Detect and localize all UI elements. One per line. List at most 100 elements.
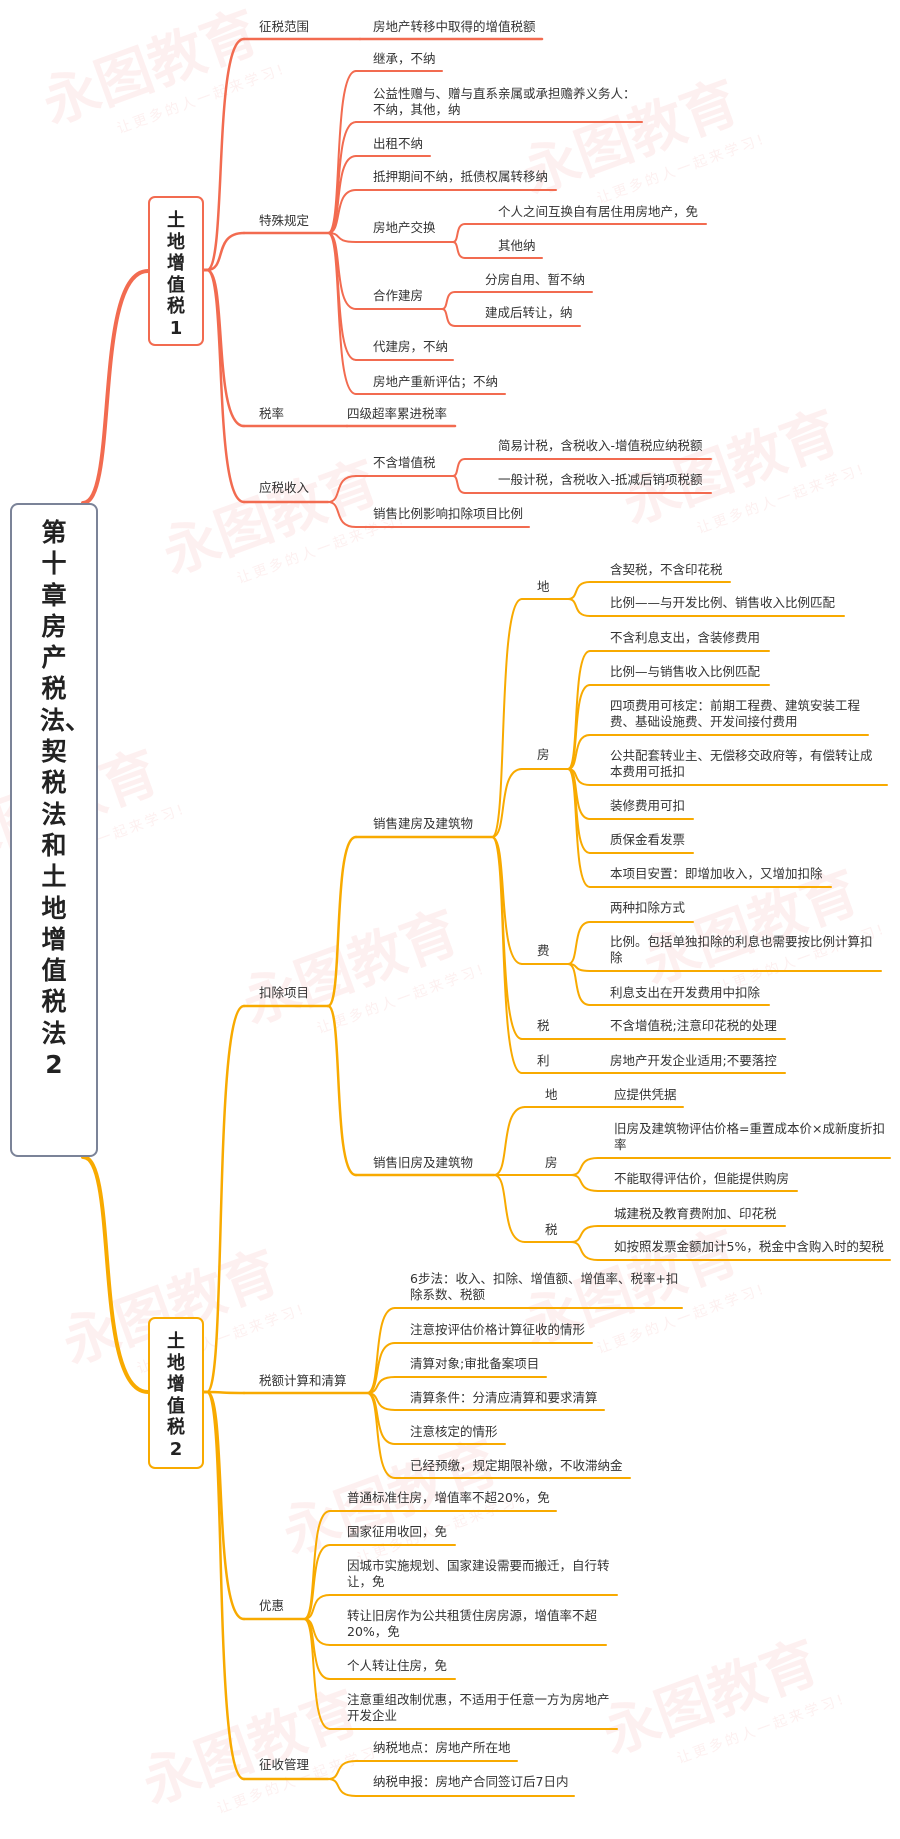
topic-node[interactable]: 地 — [537, 579, 550, 594]
topic-node[interactable]: 税 — [545, 1222, 558, 1237]
topic-node[interactable]: 销售建房及建筑物 — [373, 816, 474, 831]
topic-node[interactable]: 比例。包括单独扣除的利息也需要按比例计算扣 除 — [610, 934, 873, 965]
topic-node[interactable]: 城建税及教育费附加、印花税 — [614, 1206, 777, 1221]
topic-node[interactable]: 不含利息支出，含装修费用 — [610, 630, 761, 645]
topic-node[interactable]: 税额计算和清算 — [259, 1373, 347, 1388]
topic-node[interactable]: 本项目安置：即增加收入，又增加扣除 — [610, 866, 823, 881]
topic-node[interactable]: 如按照发票金额加计5%，税金中含购入时的契税 — [614, 1239, 884, 1254]
topic-node[interactable]: 利 — [537, 1053, 550, 1068]
topic-node[interactable]: 纳税地点：房地产所在地 — [373, 1740, 511, 1755]
connector-line — [327, 189, 357, 234]
topic-node[interactable]: 转让旧房作为公共租赁住房房源，增值率不超 20%，免 — [347, 1608, 598, 1639]
connector-line — [327, 475, 357, 503]
branch-topic-land-vat-2[interactable]: 土地增值税2 — [148, 1317, 204, 1469]
topic-node[interactable]: 四项费用可核定：前期工程费、建筑安装工程 费、基础设施费、开发间接付费用 — [610, 698, 861, 729]
topic-node[interactable]: 公共配套转业主、无偿移交政府等，有偿转让成 本费用可抵扣 — [610, 748, 873, 779]
topic-node[interactable]: 纳税申报：房地产合同签订后7日内 — [373, 1774, 569, 1789]
topic-node[interactable]: 地 — [545, 1087, 558, 1102]
topic-node[interactable]: 继承，不纳 — [373, 51, 436, 66]
connector-line — [441, 308, 456, 327]
root-topic[interactable]: 第十章房产税法、契税法和土地增值税法2 — [10, 503, 98, 1157]
topic-node[interactable]: 不含增值税 — [373, 455, 436, 470]
topic-node[interactable]: 税率 — [259, 406, 285, 421]
topic-node[interactable]: 注意重组改制优惠，不适用于任意一方为房地产 开发企业 — [347, 1692, 610, 1723]
topic-node[interactable]: 销售旧房及建筑物 — [373, 1155, 474, 1170]
topic-node[interactable]: 代建房，不纳 — [373, 339, 449, 354]
topic-node[interactable]: 利息支出在开发费用中扣除 — [610, 985, 761, 1000]
connector-line — [81, 1155, 150, 1394]
topic-node[interactable]: 已经预缴，规定期限补缴，不收滞纳金 — [410, 1458, 623, 1473]
topic-node[interactable]: 装修费用可扣 — [610, 798, 686, 813]
topic-node[interactable]: 公益性赠与、赠与直系亲属或承担赡养义务人： 不纳，其他，纳 — [373, 86, 636, 117]
topic-node[interactable]: 房地产重新评估；不纳 — [373, 374, 499, 389]
topic-node[interactable]: 注意按评估价格计算征收的情形 — [410, 1322, 586, 1337]
connector-line — [366, 1392, 396, 1445]
topic-node[interactable]: 个人之间互换自有居住用房地产，免 — [498, 204, 699, 219]
topic-node[interactable]: 6步法：收入、扣除、增值额、增值率、税率+扣 除系数、税额 — [410, 1271, 679, 1302]
topic-node[interactable]: 建成后转让，纳 — [485, 305, 573, 320]
topic-node[interactable]: 比例—与销售收入比例匹配 — [610, 664, 761, 679]
connector-line — [327, 155, 357, 234]
topic-node[interactable]: 个人转让住房，免 — [347, 1658, 448, 1673]
topic-node[interactable]: 不能取得评估价，但能提供购房 — [614, 1171, 790, 1186]
topic-node[interactable]: 房 — [537, 747, 550, 762]
connector-line — [326, 1004, 358, 1177]
topic-node[interactable]: 分房自用、暂不纳 — [485, 272, 586, 287]
topic-node[interactable]: 合作建房 — [373, 288, 424, 303]
topic-node[interactable]: 扣除项目 — [259, 985, 310, 1000]
connector-line — [327, 1760, 357, 1780]
connector-line — [493, 1106, 526, 1176]
topic-node[interactable]: 房地产转移中取得的增值税额 — [373, 19, 536, 34]
connector-line — [205, 1390, 246, 1621]
topic-node[interactable]: 费 — [537, 943, 550, 958]
topic-node[interactable]: 房 — [545, 1155, 558, 1170]
topic-node[interactable]: 清算条件：分清应清算和要求清算 — [410, 1390, 598, 1405]
topic-node[interactable]: 国家征用收回，免 — [347, 1524, 448, 1539]
connector-line — [567, 768, 591, 888]
topic-node[interactable]: 征税范围 — [259, 19, 310, 34]
topic-node[interactable]: 因城市实施规划、国家建设需要而搬迁，自行转 让，免 — [347, 1558, 610, 1589]
branch-topic-land-vat-1[interactable]: 土地增值税1 — [148, 196, 204, 346]
topic-node[interactable]: 简易计税，含税收入-增值税应纳税额 — [498, 438, 703, 453]
topic-node[interactable]: 普通标准住房，增值率不超20%，免 — [347, 1490, 550, 1505]
topic-node[interactable]: 一般计税，含税收入-抵减后销项税额 — [498, 472, 703, 487]
topic-node[interactable]: 清算对象;审批备案项目 — [410, 1356, 540, 1371]
connector-line — [567, 581, 591, 600]
connector-line — [303, 1618, 331, 1730]
connector-line — [205, 268, 246, 428]
branch-title: 土地增值税2 — [167, 1331, 185, 1460]
connector-line — [570, 1174, 599, 1192]
topic-node[interactable]: 销售比例影响扣除项目比例 — [373, 506, 524, 521]
topic-node[interactable]: 两种扣除方式 — [610, 900, 686, 915]
connector-line — [205, 37, 246, 272]
topic-node[interactable]: 应提供凭据 — [614, 1087, 677, 1102]
topic-node[interactable]: 房地产开发企业适用;不要落控 — [610, 1053, 777, 1068]
connector-line — [327, 232, 357, 310]
connector-line — [303, 1544, 331, 1620]
connector-line — [441, 291, 456, 310]
topic-node[interactable]: 含契税，不含印花税 — [610, 562, 723, 577]
topic-node[interactable]: 不含增值税;注意印花税的处理 — [610, 1018, 777, 1033]
connector-line — [303, 1618, 331, 1680]
connector-line — [81, 269, 150, 505]
connector-line — [567, 598, 591, 617]
topic-node[interactable]: 房地产交换 — [373, 220, 436, 235]
topic-node[interactable]: 四级超率累进税率 — [347, 406, 448, 421]
topic-node[interactable]: 抵押期间不纳，抵债权属转移纳 — [373, 169, 549, 184]
topic-node[interactable]: 注意核定的情形 — [410, 1424, 498, 1439]
connector-line — [491, 598, 523, 838]
connector-line — [205, 1390, 246, 1395]
topic-node[interactable]: 旧房及建筑物评估价格=重置成本价×成新度折扣 率 — [614, 1121, 885, 1152]
topic-node[interactable]: 质保金看发票 — [610, 832, 686, 847]
connector-line — [303, 1594, 331, 1620]
topic-node[interactable]: 其他纳 — [498, 238, 536, 253]
topic-node[interactable]: 征收管理 — [259, 1757, 310, 1772]
topic-node[interactable]: 特殊规定 — [259, 213, 310, 228]
connector-line — [570, 1157, 599, 1176]
topic-node[interactable]: 应税收入 — [259, 480, 310, 495]
connector-line — [205, 268, 246, 504]
topic-node[interactable]: 税 — [537, 1018, 550, 1033]
topic-node[interactable]: 优惠 — [259, 1598, 285, 1613]
topic-node[interactable]: 比例——与开发比例、销售收入比例匹配 — [610, 595, 836, 610]
topic-node[interactable]: 出租不纳 — [373, 136, 424, 151]
